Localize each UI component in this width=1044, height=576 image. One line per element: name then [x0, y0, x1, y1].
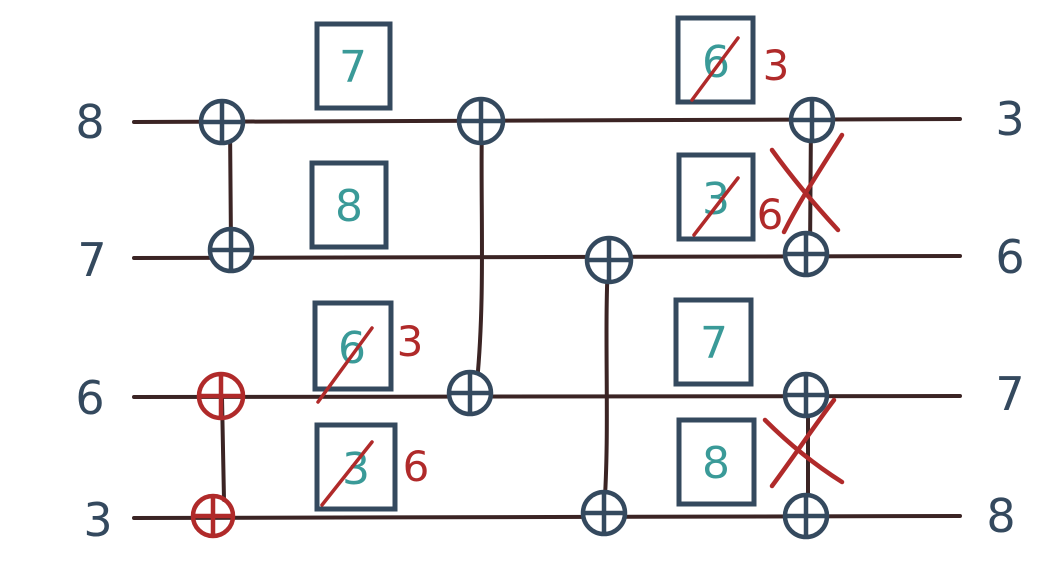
crossed-out-icon	[769, 132, 845, 235]
xor-gate-icon	[782, 371, 830, 419]
stage1-digit: 8	[335, 181, 363, 232]
stage2-box-1	[675, 15, 756, 105]
wire-2	[132, 254, 962, 260]
xor-gates	[198, 96, 836, 540]
stage2-red-note: 6	[757, 190, 784, 239]
stage2-boxes	[673, 15, 757, 507]
wire-3	[132, 394, 962, 399]
strike-stage2-box-1	[690, 36, 740, 102]
stage1-box-2	[309, 160, 389, 250]
red-xor-gates	[190, 371, 246, 539]
stage1-box-3	[312, 300, 394, 392]
stage1-red-note: 3	[397, 317, 424, 366]
connector-c	[474, 120, 484, 394]
stage2-digit: 8	[702, 438, 730, 489]
xor-gate-icon	[196, 371, 246, 421]
xor-gate-icon	[788, 96, 836, 144]
xor-gate-icon	[782, 492, 830, 540]
input-label: 8	[75, 95, 104, 149]
wire-4	[132, 514, 962, 520]
xor-gate-icon	[190, 493, 236, 539]
xor-gate-icon	[456, 96, 506, 146]
output-label: 7	[995, 367, 1024, 421]
stage2-digit: 7	[700, 318, 728, 369]
xor-gate-icon	[782, 230, 830, 278]
input-label: 6	[75, 371, 104, 425]
stage2-red-note: 3	[763, 41, 790, 90]
input-label: 3	[83, 493, 112, 547]
xor-gate-icon	[584, 235, 634, 285]
output-label: 3	[995, 92, 1024, 146]
strike-slashes	[316, 36, 740, 507]
wires	[132, 117, 962, 520]
strike-stage1-box-3	[316, 326, 374, 404]
stage2-box-3	[673, 297, 754, 387]
xor-gate-icon	[446, 369, 494, 417]
stage1-boxes	[309, 21, 398, 512]
xor-gate-icon	[198, 98, 246, 146]
xor-gate-icon	[580, 489, 628, 537]
strike-stage2-box-2	[692, 176, 740, 237]
stage1-box-1	[314, 21, 393, 111]
wire-1	[132, 117, 962, 124]
stage1-digit: 7	[339, 42, 367, 93]
stage1-red-note: 6	[403, 442, 430, 491]
strike-stage1-box-4	[320, 440, 374, 507]
output-label: 6	[995, 230, 1024, 284]
crossed-out-icon	[762, 397, 845, 489]
stage2-box-4	[676, 417, 757, 507]
output-label: 8	[986, 489, 1015, 543]
connector-a	[228, 122, 233, 248]
input-label: 7	[77, 233, 106, 287]
xor-gate-icon	[207, 226, 255, 274]
stage2-box-2	[676, 152, 756, 242]
connector-d	[602, 260, 610, 514]
